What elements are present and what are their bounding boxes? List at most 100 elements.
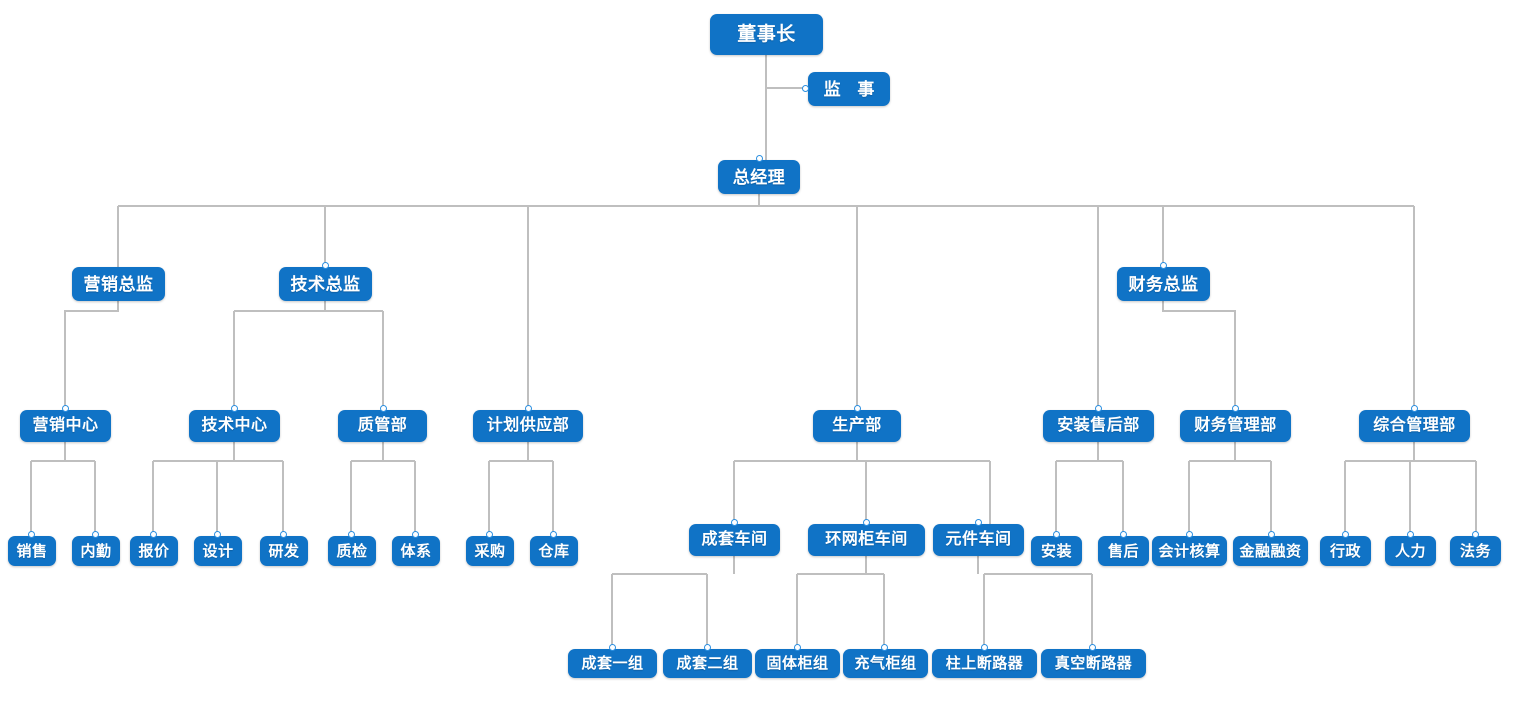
node-quality-insp[interactable]: 质检 [328,536,376,566]
junction-dot-plan-supply [525,405,532,412]
node-pole-breaker[interactable]: 柱上断路器 [932,649,1037,678]
node-after-sales-label: 售后 [1108,542,1140,560]
node-sales[interactable]: 销售 [8,536,56,566]
node-general-manager[interactable]: 总经理 [718,160,800,194]
junction-dot-supervisor [802,85,809,92]
node-install-service[interactable]: 安装售后部 [1043,410,1154,442]
node-tech-director-label: 技术总监 [290,274,361,294]
node-mkt-director[interactable]: 营销总监 [72,267,165,301]
node-inside-sales-label: 内勤 [80,542,112,560]
junction-dot-finance-funding [1268,531,1275,538]
node-general-mgmt[interactable]: 综合管理部 [1359,410,1470,442]
node-design-label: 设计 [202,542,234,560]
node-general-manager-label: 总经理 [732,167,786,187]
node-tech-center[interactable]: 技术中心 [189,410,280,442]
node-administration-label: 行政 [1330,542,1362,560]
node-supervisor[interactable]: 监 事 [808,72,890,106]
junction-dot-fin-director [1160,262,1167,269]
junction-dot-inside-sales [92,531,99,538]
node-solid-cabinet[interactable]: 固体柜组 [755,649,840,678]
junction-dot-assembly-shop [731,519,738,526]
node-design[interactable]: 设计 [194,536,242,566]
node-qa-dept-label: 质管部 [357,417,408,434]
junction-dot-administration [1342,531,1349,538]
junction-dot-assembly-g1 [609,644,616,651]
node-legal-label: 法务 [1460,542,1492,560]
junction-dot-assembly-g2 [704,644,711,651]
node-general-mgmt-label: 综合管理部 [1373,417,1456,434]
junction-dot-rmu-shop [863,519,870,526]
junction-dot-production [854,405,861,412]
node-purchasing-label: 采购 [474,542,506,560]
junction-dot-legal [1472,531,1479,538]
node-rnd[interactable]: 研发 [260,536,308,566]
junction-dot-general-mgmt [1411,405,1418,412]
node-rnd-label: 研发 [268,542,300,560]
node-mkt-director-label: 营销总监 [83,274,154,294]
node-assembly-shop[interactable]: 成套车间 [689,524,780,556]
junction-dot-quotation [150,531,157,538]
junction-dot-installation [1053,531,1060,538]
node-warehouse-label: 仓库 [538,542,570,560]
node-hr-label: 人力 [1395,542,1427,560]
node-hr[interactable]: 人力 [1385,536,1436,566]
node-tech-director[interactable]: 技术总监 [279,267,372,301]
node-administration[interactable]: 行政 [1320,536,1371,566]
edge-findir-branch [1162,299,1236,411]
node-accounting[interactable]: 会计核算 [1152,536,1227,566]
node-rmu-shop-label: 环网柜车间 [825,531,908,548]
node-tech-center-label: 技术中心 [201,417,268,434]
node-fin-director-label: 财务总监 [1128,274,1199,294]
node-finance-funding[interactable]: 金融融资 [1233,536,1308,566]
junction-dot-fin-mgmt [1232,405,1239,412]
junction-dot-general-manager [756,155,763,162]
node-after-sales[interactable]: 售后 [1098,536,1149,566]
node-plan-supply-label: 计划供应部 [486,417,570,434]
junction-dot-gas-cabinet [881,644,888,651]
node-plan-supply[interactable]: 计划供应部 [473,410,583,442]
node-quotation[interactable]: 报价 [130,536,178,566]
node-accounting-label: 会计核算 [1158,542,1221,560]
node-fin-mgmt[interactable]: 财务管理部 [1180,410,1291,442]
node-mkt-center[interactable]: 营销中心 [20,410,111,442]
node-production[interactable]: 生产部 [813,410,901,442]
node-purchasing[interactable]: 采购 [466,536,514,566]
node-assembly-g1[interactable]: 成套一组 [568,649,657,678]
junction-dot-sales [28,531,35,538]
node-vacuum-breaker-label: 真空断路器 [1054,655,1133,672]
junction-dot-purchasing [486,531,493,538]
junction-dot-solid-cabinet [794,644,801,651]
junction-dot-pole-breaker [981,644,988,651]
node-rmu-shop[interactable]: 环网柜车间 [808,524,925,556]
node-assembly-g2[interactable]: 成套二组 [663,649,752,678]
node-gas-cabinet[interactable]: 充气柜组 [843,649,928,678]
node-system[interactable]: 体系 [392,536,440,566]
node-qa-dept[interactable]: 质管部 [338,410,427,442]
node-supervisor-label: 监 事 [823,79,881,99]
junction-dot-vacuum-breaker [1089,644,1096,651]
junction-dot-qa-dept [380,405,387,412]
junction-dot-system [412,531,419,538]
node-finance-funding-label: 金融融资 [1239,542,1302,560]
node-quotation-label: 报价 [138,542,170,560]
junction-dot-component-shop [975,519,982,526]
junction-dot-accounting [1186,531,1193,538]
node-chairman-label: 董事长 [737,24,796,45]
node-component-shop[interactable]: 元件车间 [933,524,1024,556]
node-legal[interactable]: 法务 [1450,536,1501,566]
junction-dot-warehouse [550,531,557,538]
node-system-label: 体系 [400,542,432,560]
node-inside-sales[interactable]: 内勤 [72,536,120,566]
node-gas-cabinet-label: 充气柜组 [854,655,917,672]
junction-dot-mkt-center [62,405,69,412]
junction-dot-design [214,531,221,538]
node-component-shop-label: 元件车间 [945,531,1012,548]
node-vacuum-breaker[interactable]: 真空断路器 [1041,649,1146,678]
node-fin-director[interactable]: 财务总监 [1117,267,1210,301]
node-installation[interactable]: 安装 [1031,536,1082,566]
node-chairman[interactable]: 董事长 [710,14,823,55]
node-warehouse[interactable]: 仓库 [530,536,578,566]
node-mkt-center-label: 营销中心 [32,417,99,434]
